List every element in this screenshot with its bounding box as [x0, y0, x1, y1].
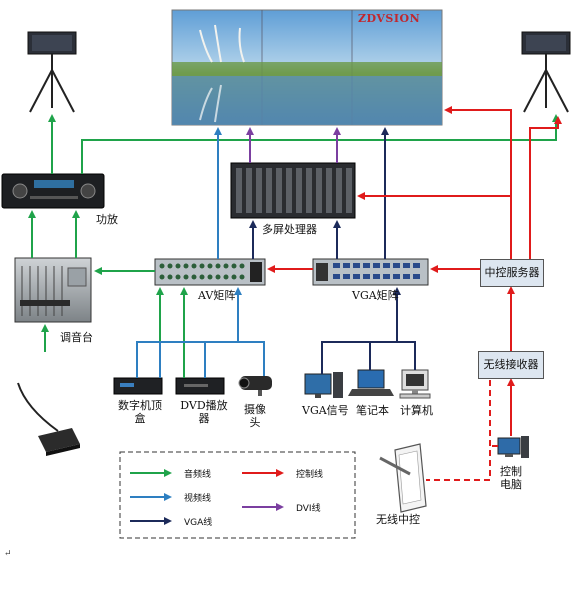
- label-dvd-line2: 器: [198, 412, 210, 425]
- label-dvd: DVD播放 器: [176, 399, 232, 425]
- multi-screen-processor: [230, 162, 356, 219]
- speaker-left: [27, 31, 77, 113]
- dvd-player: [175, 377, 225, 395]
- computer: [399, 369, 431, 399]
- label-camera-line1: 摄像: [244, 403, 266, 416]
- laptop: [348, 369, 394, 396]
- control-lines: [267, 106, 562, 436]
- label-amplifier: 功放: [96, 213, 118, 226]
- wireless-link: [426, 380, 498, 481]
- video-wall-screen: [171, 9, 443, 126]
- label-control-pc: 控制 电脑: [496, 465, 526, 491]
- speaker-right: [521, 31, 571, 113]
- audio-lines: [28, 114, 560, 378]
- label-camera-line2: 头: [249, 416, 261, 429]
- label-mixer: 调音台: [60, 331, 93, 344]
- label-wireless-control: 无线中控: [376, 513, 420, 526]
- dvi-lines: [246, 127, 341, 163]
- label-set-top-box-line2: 盒: [134, 412, 146, 425]
- label-set-top-box-line1: 数字机顶: [118, 399, 162, 412]
- legend-video: 视频线: [184, 494, 212, 504]
- label-control-pc-line2: 电脑: [500, 478, 522, 491]
- legend-box: [119, 451, 356, 539]
- vga-matrix: [312, 258, 429, 286]
- label-control-pc-line1: 控制: [500, 465, 522, 478]
- screen-brand: ZDVSION: [358, 12, 421, 25]
- legend-control: 控制线: [296, 470, 324, 480]
- label-laptop: 笔记本: [356, 404, 389, 417]
- label-set-top-box: 数字机顶 盒: [112, 399, 168, 425]
- label-computer: 计算机: [400, 404, 433, 417]
- control-pc: [497, 436, 529, 458]
- wireless-receiver-box: 无线接收器: [478, 351, 544, 379]
- central-server-box: 中控服务器: [480, 259, 544, 287]
- mixer: [14, 257, 92, 323]
- vga-lines: [249, 127, 416, 374]
- label-multi-screen-processor: 多屏处理器: [262, 223, 317, 236]
- amplifier: [1, 173, 105, 209]
- legend-vga: VGA线: [184, 518, 213, 528]
- set-top-box: [113, 377, 163, 395]
- label-camera: 摄像 头: [240, 403, 270, 429]
- legend-audio: 音频线: [184, 470, 212, 480]
- camera: [238, 376, 272, 396]
- video-lines: [136, 127, 265, 378]
- paragraph-mark: ↵: [4, 549, 12, 559]
- legend-dvi: DVI线: [296, 504, 321, 514]
- vga-signal-monitor: [304, 372, 343, 398]
- label-vga-signal: VGA信号: [302, 404, 349, 417]
- label-vga-matrix: VGA矩阵: [352, 289, 399, 302]
- av-matrix: [154, 258, 266, 286]
- legend-swatches: [130, 469, 284, 525]
- microphone: [17, 382, 80, 456]
- wireless-controller: [379, 443, 427, 513]
- label-dvd-line1: DVD播放: [180, 399, 228, 412]
- label-av-matrix: AV矩阵: [198, 289, 236, 302]
